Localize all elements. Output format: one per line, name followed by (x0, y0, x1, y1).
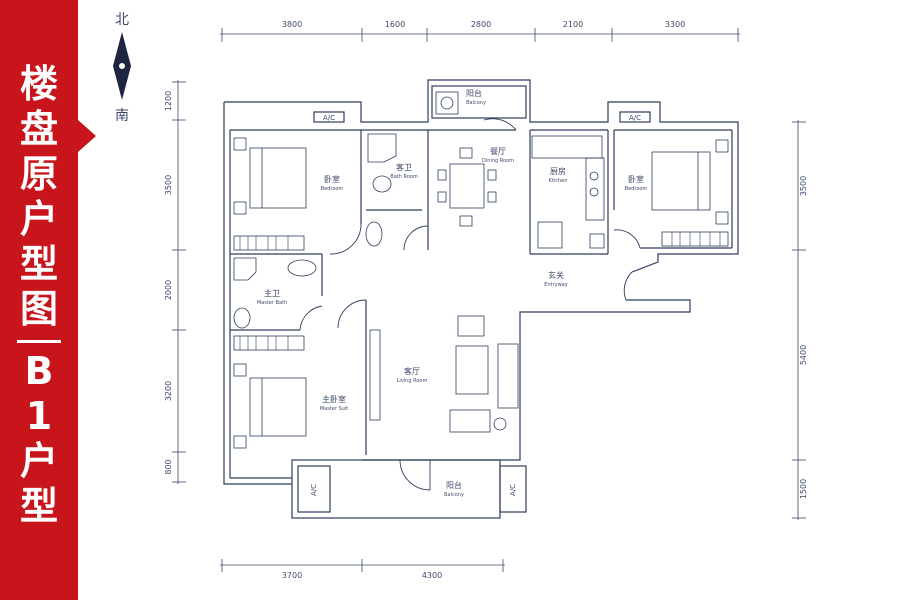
room-name-zh: 卧室 (324, 174, 340, 184)
room-name-zh: 厨房 (550, 166, 566, 176)
ac-label: A/C (509, 484, 517, 496)
dim-top: 3800 (282, 20, 302, 29)
compass-center (119, 63, 125, 69)
type-char: 型 (19, 484, 58, 528)
title-char: 原 (19, 152, 58, 196)
dim-right: 3500 (799, 176, 808, 196)
room-name-zh: 客卫 (396, 162, 412, 172)
type-char: 户 (19, 439, 58, 483)
room-name-zh: 主卧室 (322, 394, 346, 404)
master-wardrobe-icon (233, 335, 305, 351)
room-labels: 阳台 Balcony 卧室 Bedroom 客卫 Bath Room 餐厅 Di… (257, 88, 648, 498)
tv-cabinet-icon (369, 329, 381, 421)
walls (223, 79, 739, 519)
dim-left: 2000 (164, 280, 173, 300)
basin-icon (365, 221, 383, 247)
shower-icon (367, 133, 397, 163)
room-name-en: Balcony (444, 492, 464, 498)
sidebar-title: 楼 盘 原 户 型 图 B 1 户 型 (0, 62, 78, 529)
ac-label: A/C (629, 114, 641, 122)
title-char: 图 (19, 287, 58, 331)
dim-left: 1200 (164, 91, 173, 111)
fridge-icon (589, 233, 605, 249)
type-char: 1 (25, 394, 53, 438)
kitchen-counter-icon (531, 135, 603, 159)
dim-right: 1500 (799, 479, 808, 499)
title-char: 型 (19, 242, 58, 286)
dimension-labels: 3800 1600 2800 2100 3300 3700 4300 1200 … (164, 20, 808, 580)
armchair-icon (457, 315, 485, 337)
room-name-zh: 玄关 (548, 270, 564, 280)
dim-right: 5400 (799, 345, 808, 365)
window-marks (239, 232, 721, 350)
room-name-en: Bedroom (625, 186, 648, 192)
room-name-zh: 阳台 (466, 88, 482, 98)
dim-left: 3500 (164, 175, 173, 195)
sidebar-pointer-arrow (78, 120, 96, 152)
armchair-icon (449, 409, 491, 433)
ac-label: A/C (323, 114, 335, 122)
dim-bottom: 4300 (422, 571, 442, 580)
dining-table-icon (449, 163, 485, 209)
wardrobe-icon (233, 235, 305, 251)
room-name-en: Master Bath (257, 300, 287, 306)
type-char: B (24, 349, 54, 393)
lamp-icon (233, 137, 247, 151)
room-name-zh: 主卫 (264, 288, 280, 298)
washer-icon (435, 91, 459, 115)
compass-south: 南 (115, 108, 129, 124)
stove-icon (589, 171, 599, 181)
sidebar-banner: 楼 盘 原 户 型 图 B 1 户 型 (0, 0, 78, 600)
toilet-icon (372, 175, 392, 193)
room-name-zh: 阳台 (446, 480, 462, 490)
room-name-en: Living Room (397, 378, 428, 384)
room-name-en: Balcony (466, 100, 486, 106)
title-char: 盘 (19, 107, 58, 151)
sink-icon (287, 259, 317, 277)
doors (299, 118, 641, 491)
dim-top: 1600 (385, 20, 405, 29)
furniture (233, 91, 729, 449)
room-name-en: Dining Room (482, 158, 514, 164)
room-name-en: Entryway (544, 282, 567, 288)
dimension-lines (172, 28, 806, 572)
master-bed-icon (249, 377, 307, 437)
coffee-table-icon (455, 345, 489, 395)
dim-top: 2100 (563, 20, 583, 29)
dim-bottom: 3700 (282, 571, 302, 580)
room-name-en: Bath Room (390, 174, 418, 180)
title-char: 户 (19, 197, 58, 241)
title-char: 楼 (19, 62, 58, 106)
room-name-zh: 卧室 (628, 174, 644, 184)
bed-icon (249, 147, 307, 209)
wardrobe-icon (661, 231, 729, 247)
room-name-en: Master Suit (320, 406, 348, 412)
room-name-zh: 客厅 (404, 366, 420, 376)
sofa-icon (497, 343, 519, 409)
ac-units: A/C A/C A/C A/C (310, 114, 641, 496)
dim-top: 3300 (665, 20, 685, 29)
dim-left: 800 (164, 459, 173, 474)
room-name-zh: 餐厅 (490, 147, 506, 156)
toilet-icon (233, 307, 251, 329)
bed-icon (651, 151, 711, 211)
compass-north: 北 (115, 12, 129, 28)
sidebar-separator (17, 340, 61, 343)
room-name-en: Bedroom (321, 186, 344, 192)
dim-left: 3200 (164, 381, 173, 401)
shower-icon (233, 257, 257, 281)
room-name-en: Kitchen (549, 178, 568, 184)
ac-label: A/C (310, 484, 318, 496)
compass: 北 南 (113, 12, 131, 124)
dim-top: 2800 (471, 20, 491, 29)
